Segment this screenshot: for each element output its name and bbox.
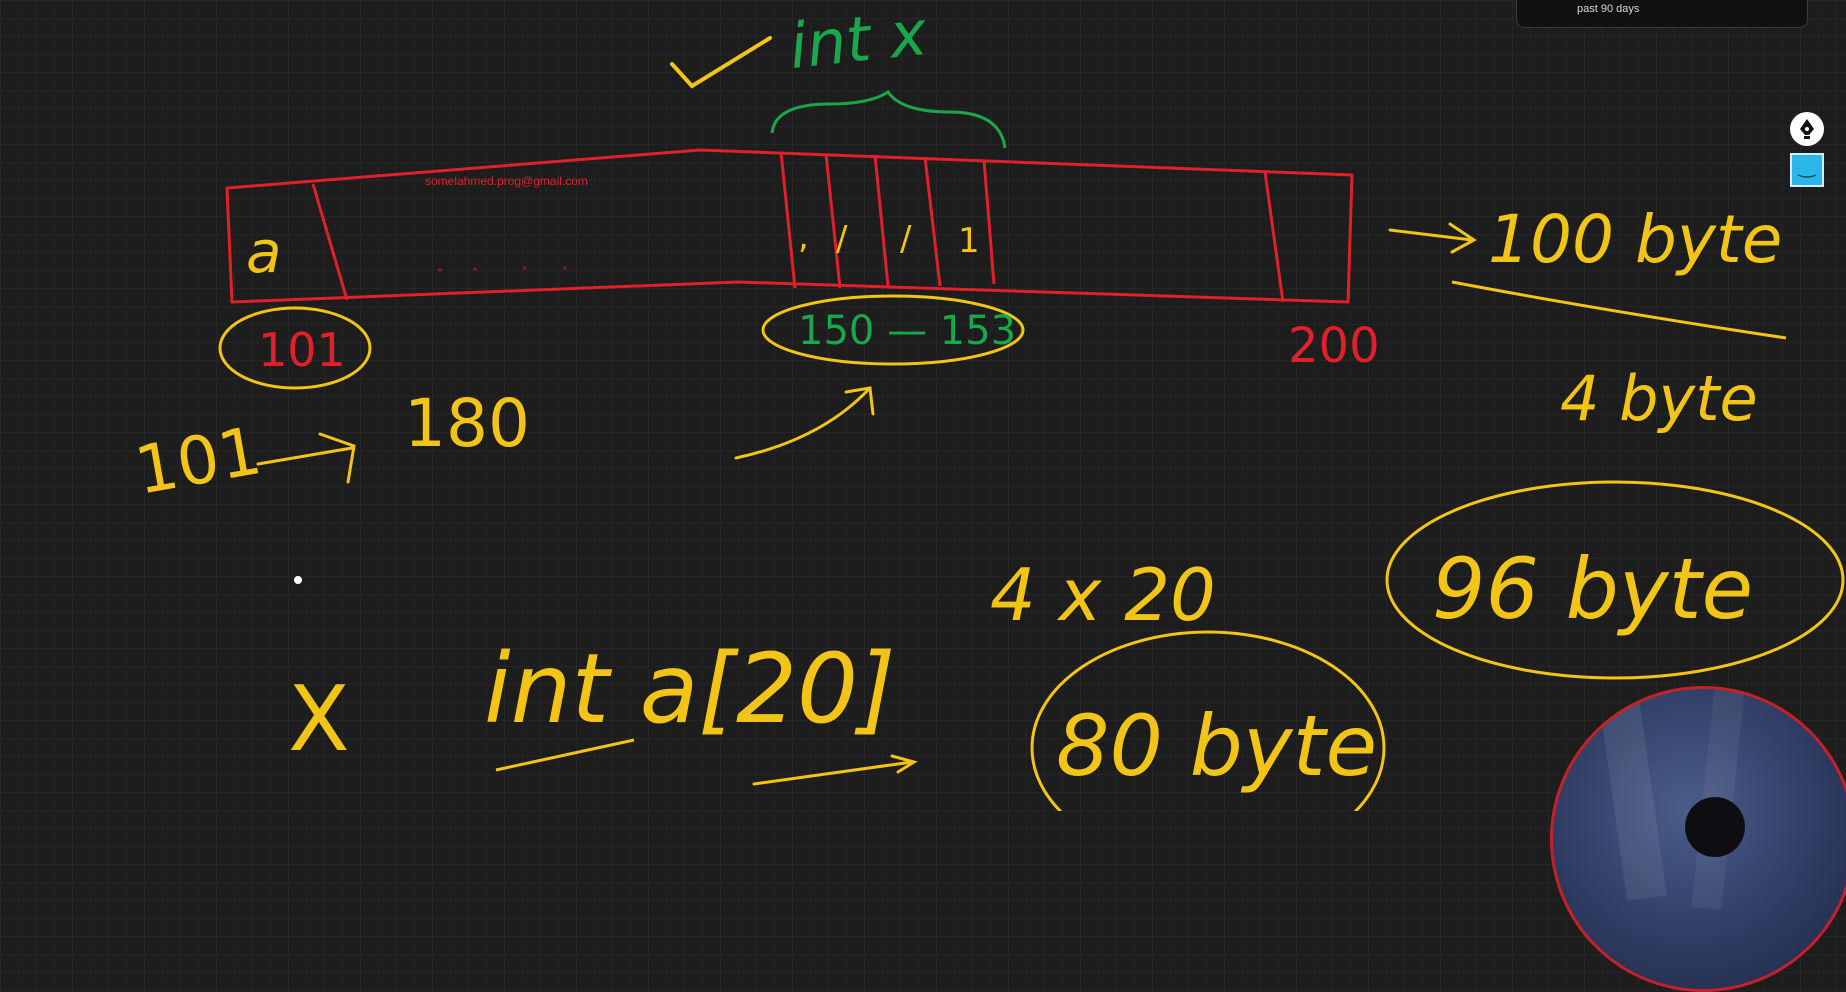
start-address: 101 <box>258 323 346 377</box>
check-mark-icon <box>670 36 772 89</box>
color-swatch-button[interactable] <box>1790 153 1824 187</box>
swatch-preview-icon <box>1797 174 1817 178</box>
result-bytes: 96 byte <box>1432 540 1753 638</box>
range-arrow <box>256 432 356 484</box>
pen-tool-button[interactable] <box>1790 112 1824 146</box>
range-left: 101 <box>129 412 266 510</box>
cell-tick: / <box>900 219 912 259</box>
int-range-circle <box>761 294 1025 366</box>
start-address-circle <box>218 306 372 390</box>
notification-text: past 90 days <box>1577 3 1640 15</box>
cell-tick: / <box>836 219 848 259</box>
pointer-arrow <box>734 386 875 460</box>
underline-int <box>495 738 635 772</box>
end-address: 200 <box>1288 318 1380 374</box>
result-bytes-circle <box>1385 480 1845 680</box>
division-line <box>1451 280 1787 340</box>
int-x-label: int x <box>786 0 931 83</box>
multiplication: 4 x 20 <box>990 553 1216 637</box>
total-size-arrow <box>1388 222 1477 254</box>
cell-tick: 1 <box>958 221 980 261</box>
pen-nib-icon <box>1800 119 1814 139</box>
cell-tick-marks: , / / 1 <box>798 217 980 261</box>
array-bytes: 80 byte <box>1056 697 1377 795</box>
memory-block-outline <box>225 148 1354 304</box>
notification-toast: past 90 days <box>1516 0 1808 28</box>
underline-array <box>752 754 918 786</box>
array-declaration: int a[20] <box>484 633 896 745</box>
memory-cell-dividers <box>311 151 1285 303</box>
cross-mark: X <box>288 667 350 772</box>
int-range: 150 — 153 <box>798 308 1016 354</box>
cell-tick: , <box>798 217 809 257</box>
total-size: 100 byte <box>1488 201 1782 278</box>
first-cell-label: a <box>246 218 282 286</box>
webcam-overlay <box>1550 686 1846 992</box>
array-bytes-circle <box>1030 630 1386 811</box>
ellipsis-dots <box>438 266 567 272</box>
curly-brace <box>770 89 1007 149</box>
watermark-email: somelahmed.prog@gmail.com <box>425 174 588 188</box>
element-size: 4 byte <box>1560 362 1758 435</box>
whiteboard-canvas[interactable]: a , / / 1 int x 101 150 — 153 200 100 by… <box>0 0 1846 811</box>
stray-dot <box>294 576 302 584</box>
range-right: 180 <box>404 385 530 462</box>
